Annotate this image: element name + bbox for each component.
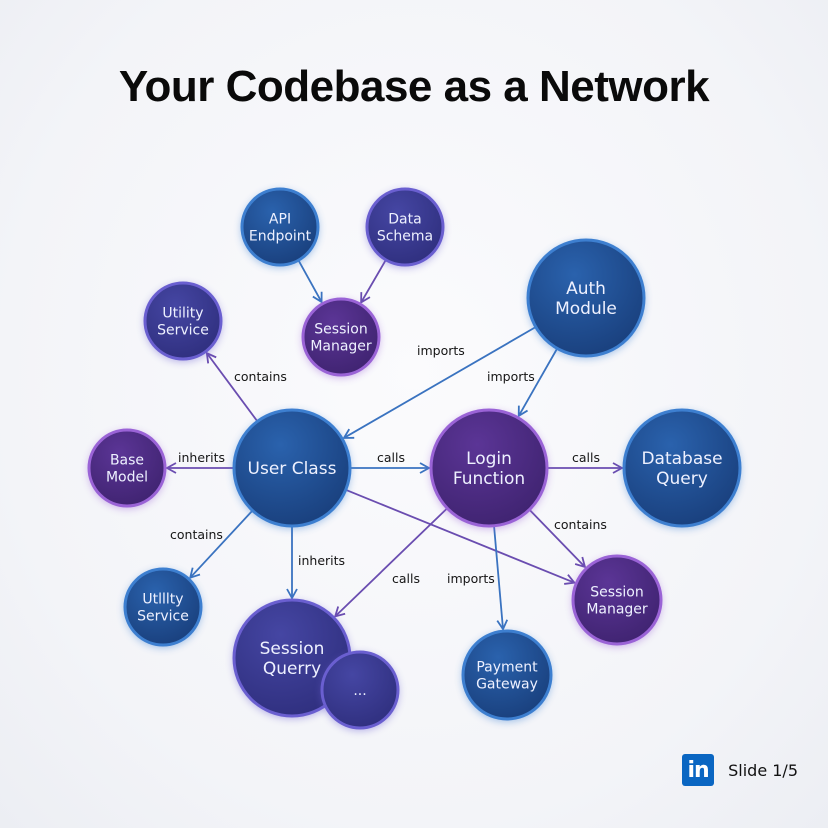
edge-label-inherits: inherits (178, 450, 225, 465)
node-label: Endpoint (249, 228, 312, 244)
node-label: Session (260, 639, 325, 659)
edge-label-imports: imports (487, 369, 535, 384)
edge-label-inherits: inherits (298, 553, 345, 568)
node-label: Service (137, 608, 189, 624)
node-label: Auth (566, 279, 606, 299)
node-circle[interactable] (232, 408, 352, 528)
node-circle[interactable] (461, 629, 553, 721)
slide-counter: Slide 1/5 (728, 760, 798, 780)
node-more[interactable]: ... (320, 650, 400, 731)
node-label: Payment (476, 660, 538, 676)
edge-label-calls: calls (377, 450, 405, 465)
edge-label-imports: imports (447, 571, 495, 586)
node-label: Schema (377, 228, 433, 244)
node-circle[interactable] (87, 428, 167, 508)
node-label: Querry (263, 659, 321, 679)
edge-label-contains: contains (554, 517, 607, 532)
node-circle[interactable] (143, 281, 223, 361)
node-circle[interactable] (622, 408, 742, 528)
node-label: Gateway (476, 676, 538, 692)
page-title: Your Codebase as a Network (118, 62, 710, 111)
node-label: Session (314, 322, 367, 338)
edge-login-function-to-session-manager-bottom (528, 509, 587, 569)
node-label: Manager (586, 601, 648, 617)
node-label: Data (388, 212, 421, 228)
node-circle[interactable] (320, 650, 400, 730)
node-label: Service (157, 322, 209, 338)
node-label: Login (466, 449, 512, 469)
edge-labels-layer: imports imports contains inherits calls calls… (170, 343, 607, 586)
node-label: Utlllty (142, 592, 183, 608)
edge-user-class-to-utility-service-top (205, 351, 259, 422)
node-label: Model (106, 469, 148, 485)
node-circle[interactable] (429, 408, 549, 528)
node-label: API (269, 212, 291, 228)
node-label: Function (453, 469, 525, 489)
edge-label-imports: imports (417, 343, 465, 358)
edge-data-schema-to-session-manager-top (360, 259, 387, 305)
edge-user-class-to-session-manager-bottom (345, 488, 577, 585)
edge-auth-module-to-login-function (517, 347, 559, 418)
edge-login-function-to-payment-gateway (493, 525, 509, 632)
edge-login-function-to-session-querry (333, 507, 448, 618)
node-label: Utility (162, 306, 203, 322)
node-label: Module (555, 299, 617, 319)
edge-label-calls: calls (392, 571, 420, 586)
node-label: Session (590, 585, 643, 601)
node-label: Database (641, 449, 722, 469)
linkedin-icon[interactable]: in (682, 754, 715, 786)
edge-label-contains: contains (170, 527, 223, 542)
node-circle[interactable] (571, 554, 663, 646)
edge-label-calls: calls (572, 450, 600, 465)
node-label: Base (110, 453, 144, 469)
node-circle[interactable] (301, 297, 381, 377)
node-label: Manager (310, 338, 372, 354)
nodes-layer: APIEndpointDataSchemaSessionManagerUtili… (87, 187, 742, 731)
footer: in Slide 1/5 (682, 754, 798, 786)
edge-label-contains: contains (234, 369, 287, 384)
edges-layer (165, 259, 624, 632)
node-circle[interactable] (365, 187, 445, 267)
node-label: Query (656, 469, 708, 489)
edge-api-endpoint-to-session-manager-top (297, 259, 323, 304)
node-circle[interactable] (123, 567, 203, 647)
node-circle[interactable] (526, 238, 646, 358)
node-user-class[interactable]: User Class (232, 408, 352, 529)
node-label: ... (353, 683, 366, 699)
edge-user-class-to-utility-service-bottom (188, 509, 254, 580)
node-circle[interactable] (240, 187, 320, 267)
node-label: User Class (248, 459, 337, 479)
edge-auth-module-to-user-class (342, 326, 537, 439)
